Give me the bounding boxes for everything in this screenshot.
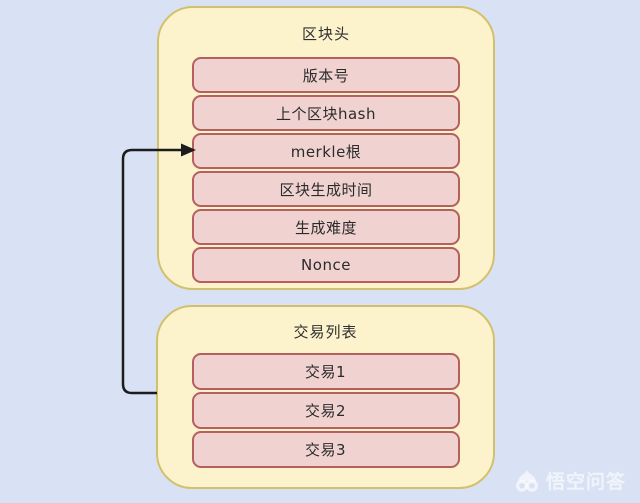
block-header-fields: 版本号 上个区块hash merkle根 区块生成时间 生成难度 Nonce (192, 57, 460, 283)
transaction-list-items: 交易1 交易2 交易3 (191, 353, 460, 468)
field-prev-block-hash: 上个区块hash (192, 95, 460, 131)
field-transaction-2: 交易2 (191, 392, 460, 429)
field-merkle-root: merkle根 (192, 133, 460, 169)
field-difficulty: 生成难度 (192, 209, 460, 245)
transaction-list-container: 交易列表 交易1 交易2 交易3 (156, 305, 495, 489)
field-version: 版本号 (192, 57, 460, 93)
watermark: 悟空问答 (515, 467, 626, 494)
field-transaction-1: 交易1 (191, 353, 460, 390)
block-header-container: 区块头 版本号 上个区块hash merkle根 区块生成时间 生成难度 Non… (157, 6, 495, 290)
watermark-text: 悟空问答 (545, 471, 626, 493)
wukong-monkey-icon (515, 469, 539, 492)
field-nonce: Nonce (192, 247, 460, 283)
block-header-title: 区块头 (301, 25, 350, 43)
transaction-list-title: 交易列表 (293, 323, 358, 341)
field-transaction-3: 交易3 (191, 431, 460, 468)
field-block-timestamp: 区块生成时间 (192, 171, 460, 207)
